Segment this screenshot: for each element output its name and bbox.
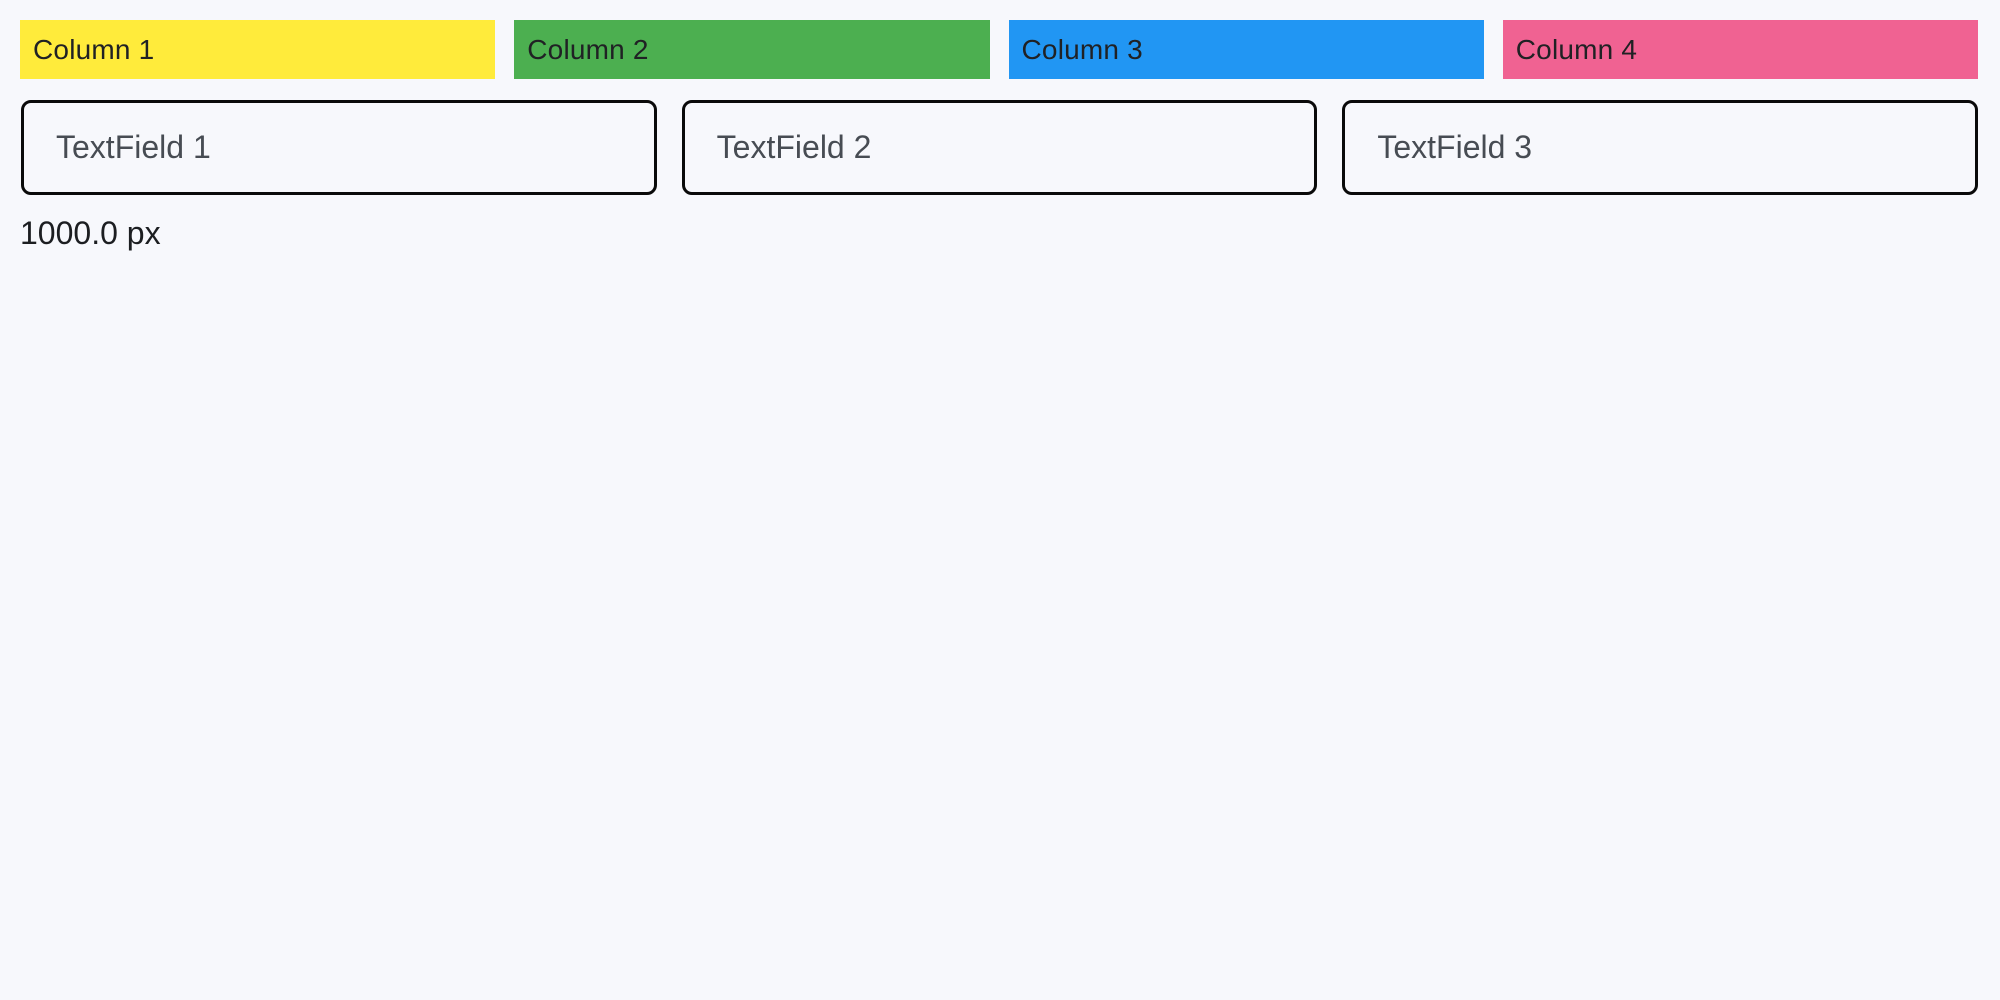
textfield-3[interactable] [1342,100,1979,195]
width-readout-label: 1000.0 px [20,215,161,251]
textfield-1[interactable] [21,100,657,195]
textfields-row [21,100,1979,195]
textfield-2[interactable] [681,100,1318,195]
columns-row: Column 1 Column 2 Column 3 Column 4 [20,20,1978,79]
column-header-4: Column 4 [1502,20,1978,79]
column-header-1: Column 1 [20,20,496,79]
column-header-3: Column 3 [1008,20,1484,79]
column-header-2: Column 2 [514,20,990,79]
